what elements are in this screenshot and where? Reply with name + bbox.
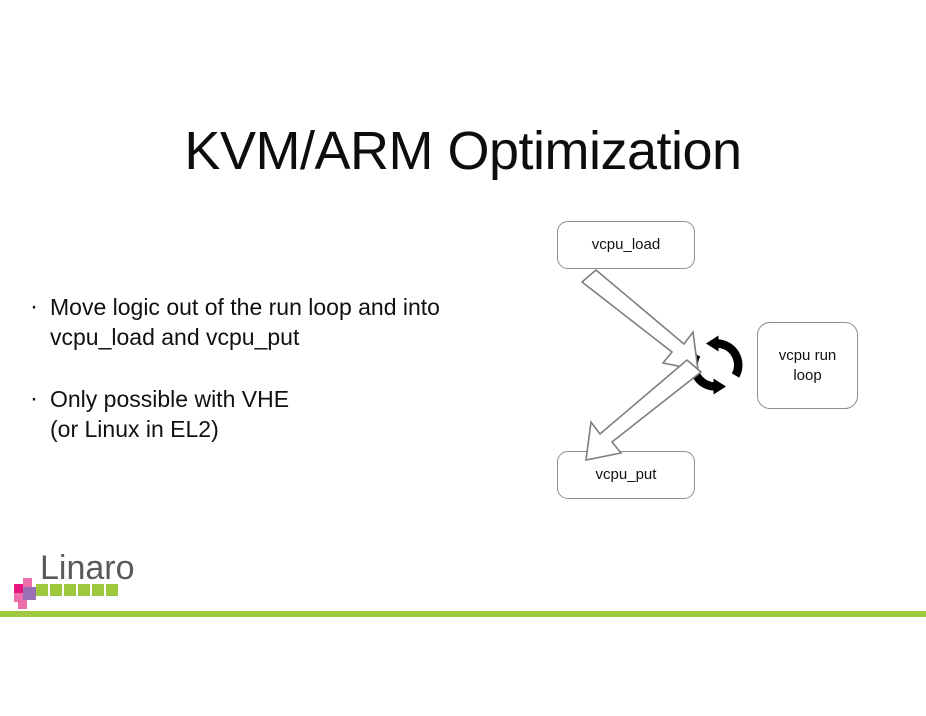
diagram-arrow-loop-to-put [585,358,703,462]
footer-rule [0,611,926,617]
linaro-mark-icon [14,578,118,609]
diagram-arrow-load-to-loop [580,268,699,372]
list-item: · Move logic out of the run loop and int… [24,292,494,352]
flow-diagram: vcpu_load vcpu run loop vcpu_put [540,200,900,520]
page-title: KVM/ARM Optimization [184,121,742,181]
diagram-box-label: vcpu run [778,346,837,364]
list-item-line: vcpu_load and vcpu_put [50,324,300,350]
diagram-box-vcpu-run-loop: vcpu run loop [757,322,858,409]
linaro-wordmark: Linaro [40,549,135,587]
bullet-marker-icon: · [30,385,38,412]
diagram-box-vcpu-put: vcpu_put [557,451,695,499]
list-item-text: Move logic out of the run loop and into … [50,292,494,352]
bullet-list: · Move logic out of the run loop and int… [24,292,494,476]
list-item-text: Only possible with VHE (or Linux in EL2) [50,384,494,444]
bullet-marker-icon: · [30,293,38,320]
diagram-box-label: loop [793,366,822,384]
list-item-line: Only possible with VHE [50,386,290,412]
list-item: · Only possible with VHE (or Linux in EL… [24,384,494,444]
diagram-box-vcpu-load: vcpu_load [557,221,695,269]
linaro-logo: Linaro [14,550,135,612]
list-item-line: (or Linux in EL2) [50,416,219,442]
diagram-box-label: vcpu_load [591,236,661,253]
diagram-box-label-group: vcpu run loop [779,346,837,386]
list-item-line: Move logic out of the run loop and into [50,294,440,320]
diagram-box-label: vcpu_put [595,466,657,483]
